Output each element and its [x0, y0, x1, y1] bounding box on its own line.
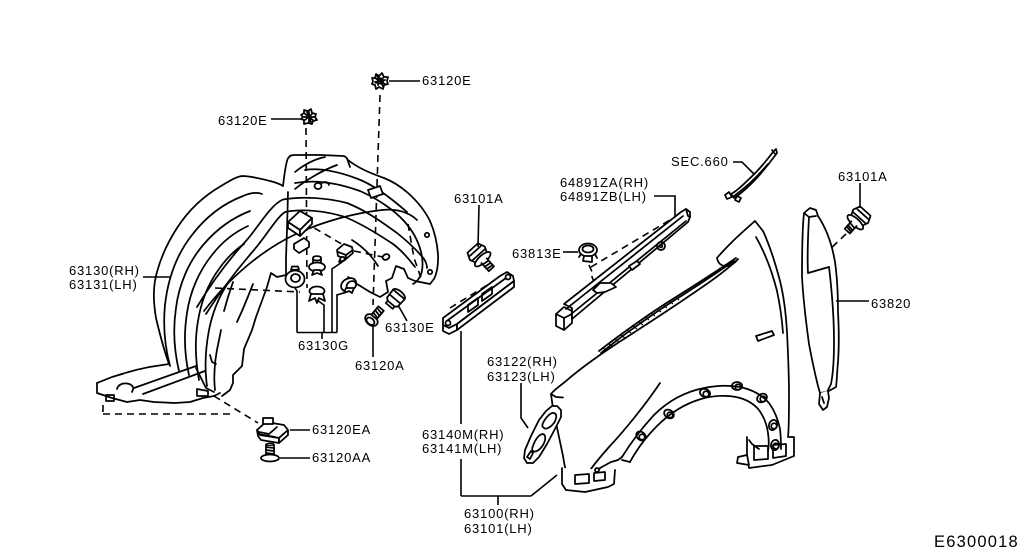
svg-text:63140M(RH): 63140M(RH) — [422, 427, 504, 442]
svg-text:63130G: 63130G — [298, 338, 349, 353]
svg-text:E6300018: E6300018 — [934, 533, 1019, 551]
svg-text:63130(RH): 63130(RH) — [69, 263, 140, 278]
svg-text:63123(LH): 63123(LH) — [487, 369, 556, 384]
svg-text:63120EA: 63120EA — [312, 422, 371, 437]
svg-text:63101(LH): 63101(LH) — [464, 521, 533, 536]
svg-text:63120AA: 63120AA — [312, 450, 371, 465]
svg-text:63130E: 63130E — [385, 320, 435, 335]
svg-text:63120A: 63120A — [355, 358, 405, 373]
svg-text:63820: 63820 — [871, 296, 911, 311]
svg-text:63101A: 63101A — [454, 191, 504, 206]
svg-text:SEC.660: SEC.660 — [671, 154, 729, 169]
svg-text:63120E: 63120E — [422, 73, 472, 88]
svg-text:64891ZB(LH): 64891ZB(LH) — [560, 189, 647, 204]
svg-text:63100(RH): 63100(RH) — [464, 506, 535, 521]
svg-text:63131(LH): 63131(LH) — [69, 277, 138, 292]
svg-text:63813E: 63813E — [512, 246, 562, 261]
svg-text:63122(RH): 63122(RH) — [487, 354, 558, 369]
svg-text:63120E: 63120E — [218, 113, 268, 128]
svg-text:63141M(LH): 63141M(LH) — [422, 441, 502, 456]
svg-text:64891ZA(RH): 64891ZA(RH) — [560, 175, 649, 190]
svg-text:63101A: 63101A — [838, 169, 888, 184]
